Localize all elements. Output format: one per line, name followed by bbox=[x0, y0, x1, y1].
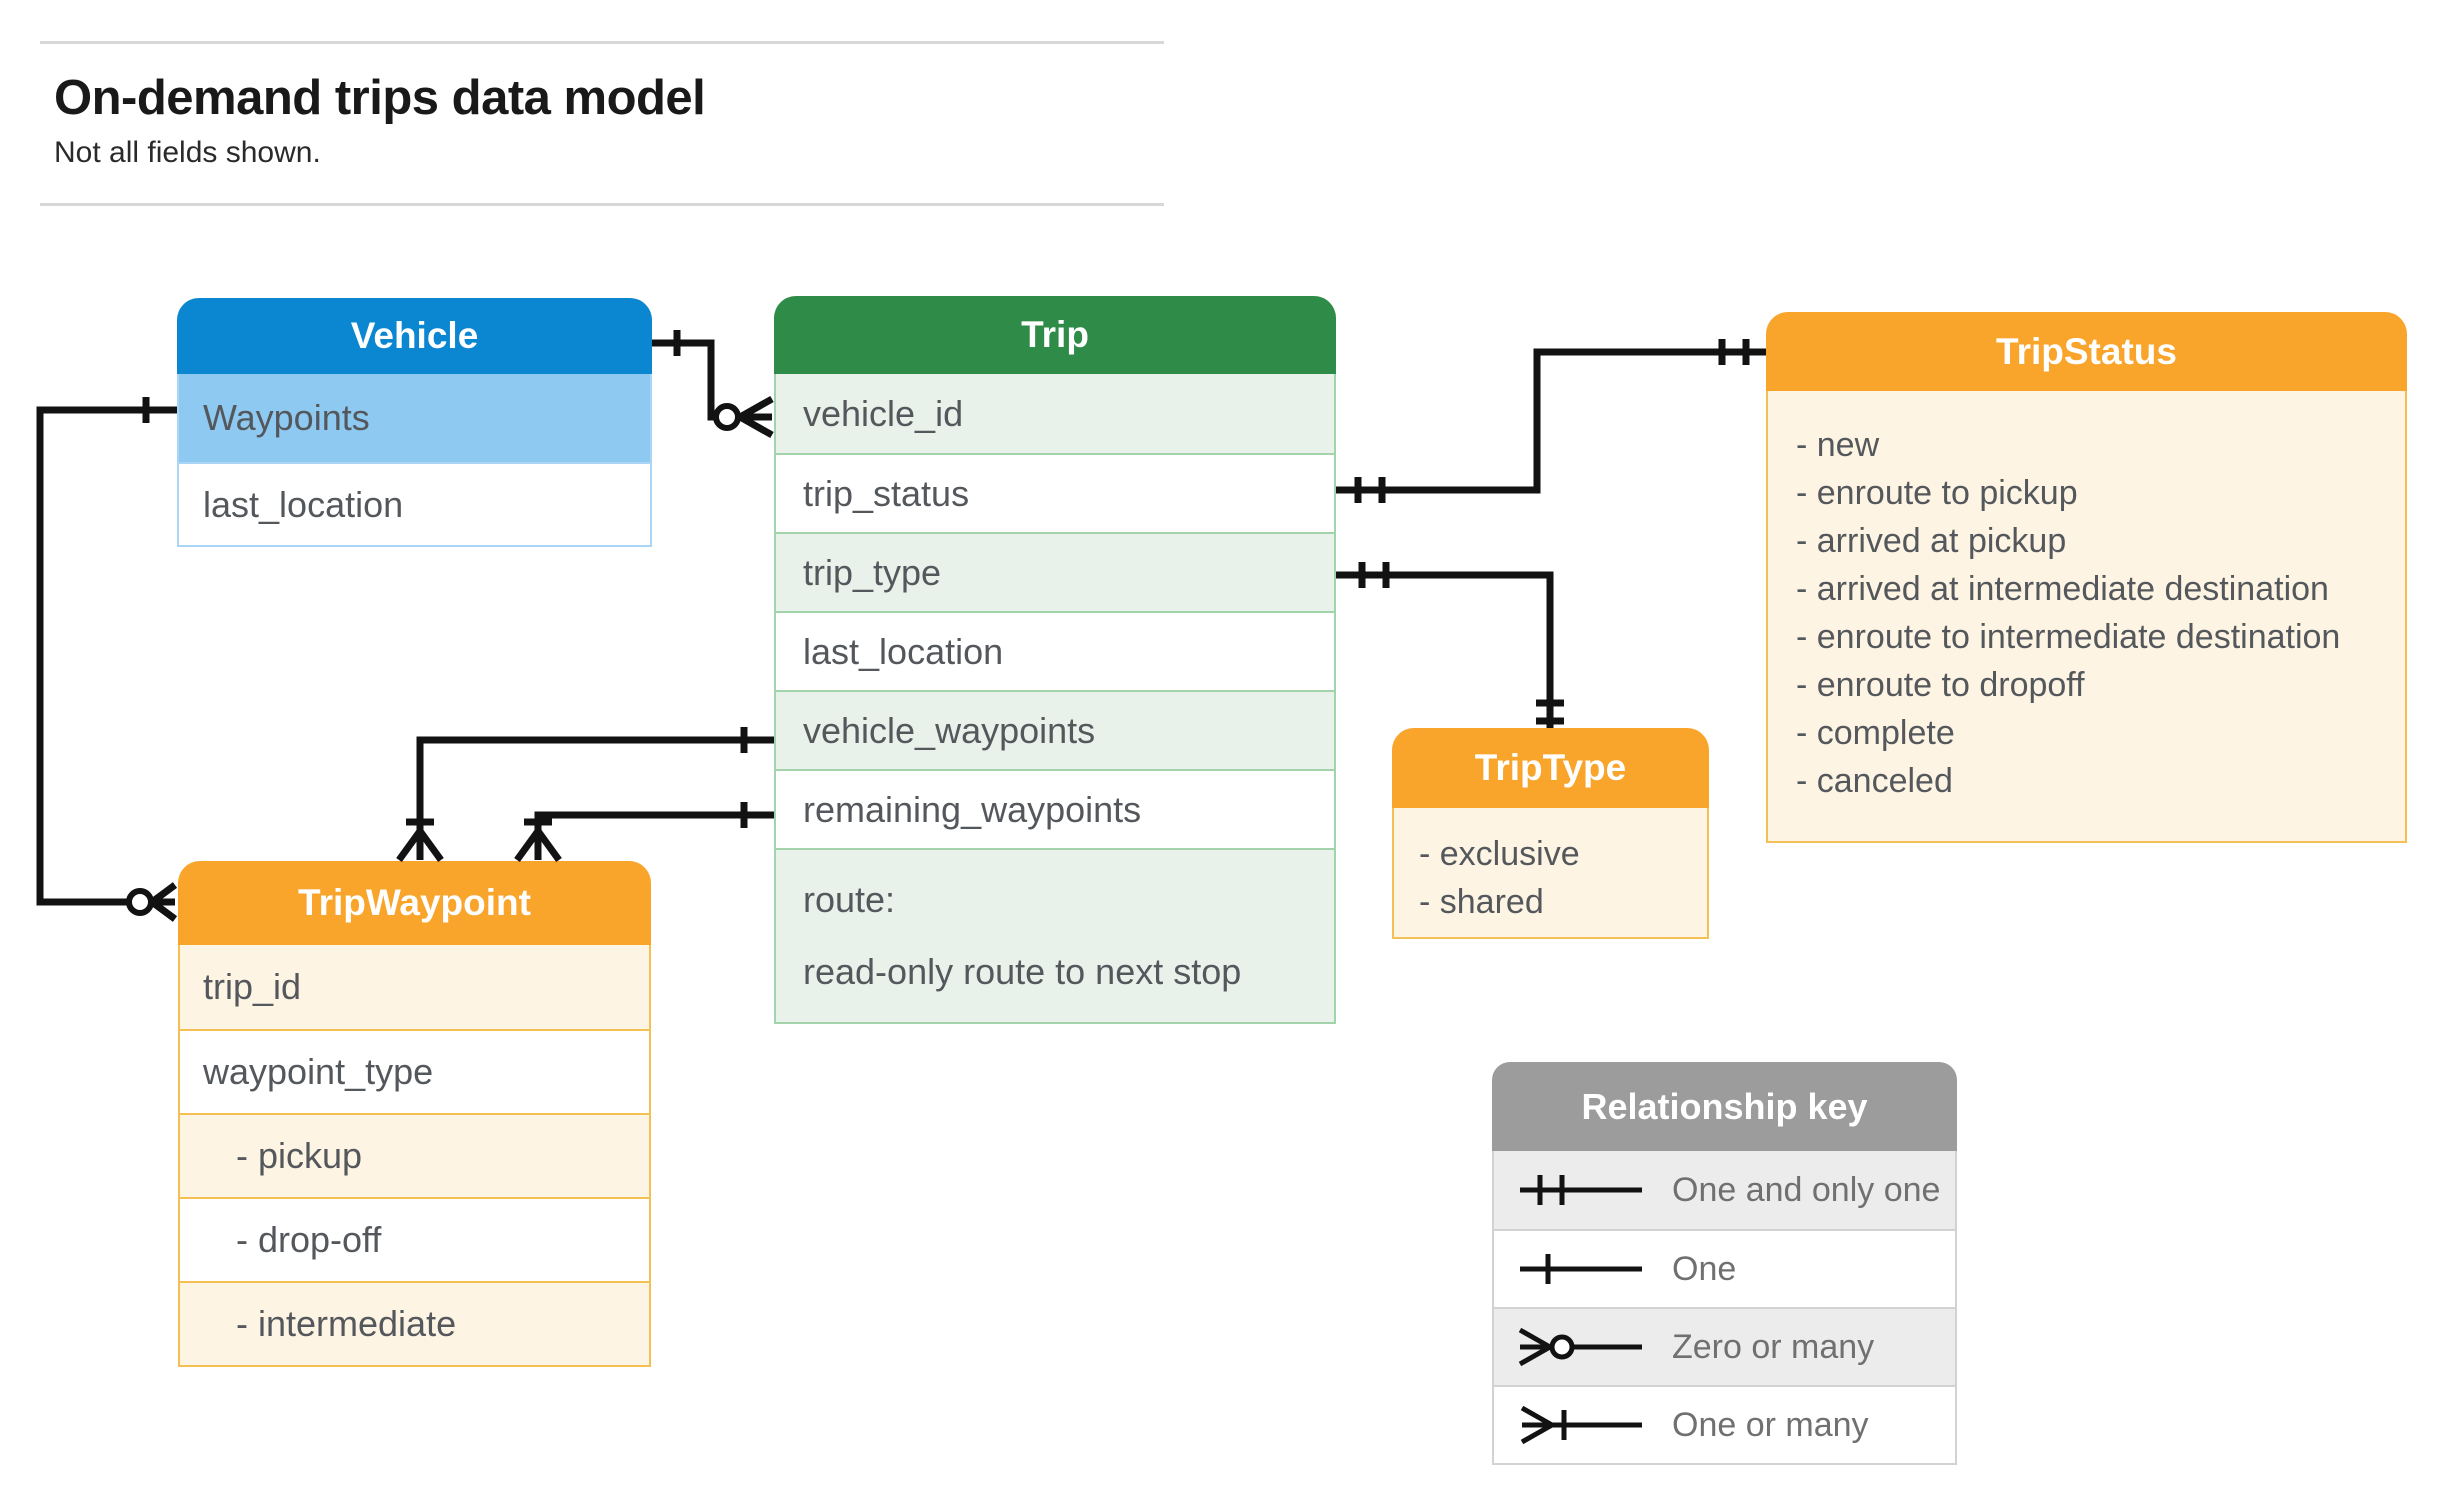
connector-remaining-waypoints-to-tripwaypoint bbox=[514, 802, 774, 863]
entity-vehicle-body: Waypoints last_location bbox=[177, 374, 652, 547]
status-value: - enroute to pickup bbox=[1796, 474, 2078, 512]
key-label: One bbox=[1672, 1249, 1737, 1288]
key-row-one: One bbox=[1494, 1229, 1955, 1307]
field-trip-status: trip_status bbox=[776, 453, 1334, 532]
waypoint-type-intermediate: - intermediate bbox=[180, 1281, 649, 1365]
entity-tripwaypoint: TripWaypoint trip_id waypoint_type - pic… bbox=[178, 861, 651, 1367]
key-label: Zero or many bbox=[1672, 1327, 1875, 1366]
entity-trip: Trip vehicle_id trip_status trip_type la… bbox=[774, 296, 1336, 1024]
status-value: - arrived at pickup bbox=[1796, 522, 2067, 560]
field-waypoints: Waypoints bbox=[179, 374, 650, 462]
field-vehicle-waypoints: vehicle_waypoints bbox=[776, 690, 1334, 769]
entity-vehicle-title: Vehicle bbox=[177, 298, 652, 374]
one-or-many-icon bbox=[1520, 1405, 1642, 1445]
status-value: - complete bbox=[1796, 714, 1955, 752]
field-vehicle-id: vehicle_id bbox=[776, 374, 1334, 453]
one-and-only-one-icon bbox=[1520, 1175, 1642, 1205]
key-label: One and only one bbox=[1672, 1170, 1941, 1209]
field-last-location: last_location bbox=[776, 611, 1334, 690]
one-icon bbox=[1520, 1254, 1642, 1284]
relationship-key-title: Relationship key bbox=[1492, 1062, 1957, 1151]
entity-tripstatus: TripStatus - new - enroute to pickup - a… bbox=[1766, 312, 2407, 843]
status-value: - canceled bbox=[1796, 762, 1953, 800]
relationship-key-body: One and only one One Zero or many One or… bbox=[1492, 1151, 1957, 1465]
field-waypoint-type: waypoint_type bbox=[180, 1029, 649, 1113]
field-route: route: read-only route to next stop bbox=[776, 848, 1334, 1022]
page-title: On-demand trips data model bbox=[54, 71, 706, 125]
connector-vehicle-waypoints-field-to-tripwaypoint bbox=[396, 727, 774, 863]
bottom-divider bbox=[40, 203, 1164, 206]
entity-triptype: TripType - exclusive - shared bbox=[1392, 728, 1709, 939]
key-row-one-or-many: One or many bbox=[1494, 1385, 1955, 1463]
entity-tripstatus-body: - new - enroute to pickup - arrived at p… bbox=[1766, 391, 2407, 843]
connector-vehicle-to-trip bbox=[652, 330, 774, 439]
type-value: - shared bbox=[1419, 883, 1544, 921]
route-label: route: bbox=[803, 879, 896, 920]
zero-or-many-icon bbox=[1518, 1327, 1642, 1367]
entity-tripstatus-title: TripStatus bbox=[1766, 312, 2407, 391]
entity-triptype-body: - exclusive - shared bbox=[1392, 808, 1709, 939]
entity-triptype-title: TripType bbox=[1392, 728, 1709, 808]
type-value: - exclusive bbox=[1419, 835, 1580, 873]
entity-tripwaypoint-body: trip_id waypoint_type - pickup - drop-of… bbox=[178, 945, 651, 1367]
waypoint-type-pickup: - pickup bbox=[180, 1113, 649, 1197]
entity-tripwaypoint-title: TripWaypoint bbox=[178, 861, 651, 945]
entity-trip-title: Trip bbox=[774, 296, 1336, 374]
connector-vehicle-waypoints-to-tripwaypoint bbox=[36, 397, 178, 922]
status-value: - enroute to dropoff bbox=[1796, 666, 2085, 704]
status-value: - enroute to intermediate destination bbox=[1796, 618, 2341, 656]
waypoint-type-drop-off: - drop-off bbox=[180, 1197, 649, 1281]
status-value: - arrived at intermediate destination bbox=[1796, 570, 2329, 608]
route-description: read-only route to next stop bbox=[803, 951, 1242, 992]
key-row-one-and-only-one: One and only one bbox=[1494, 1151, 1955, 1229]
status-value: - new bbox=[1796, 426, 1880, 464]
field-trip-type: trip_type bbox=[776, 532, 1334, 611]
key-label: One or many bbox=[1672, 1405, 1869, 1444]
field-trip-id: trip_id bbox=[180, 945, 649, 1029]
connector-trip-type-to-triptype bbox=[1336, 562, 1564, 728]
connector-trip-status-to-tripstatus bbox=[1336, 339, 1766, 503]
field-last-location: last_location bbox=[179, 462, 650, 545]
relationship-key: Relationship key One and only one One Ze… bbox=[1492, 1062, 1957, 1465]
entity-vehicle: Vehicle Waypoints last_location bbox=[177, 298, 652, 547]
entity-trip-body: vehicle_id trip_status trip_type last_lo… bbox=[774, 374, 1336, 1024]
key-row-zero-or-many: Zero or many bbox=[1494, 1307, 1955, 1385]
field-remaining-waypoints: remaining_waypoints bbox=[776, 769, 1334, 848]
page-subtitle: Not all fields shown. bbox=[54, 136, 321, 169]
top-divider bbox=[40, 41, 1164, 44]
